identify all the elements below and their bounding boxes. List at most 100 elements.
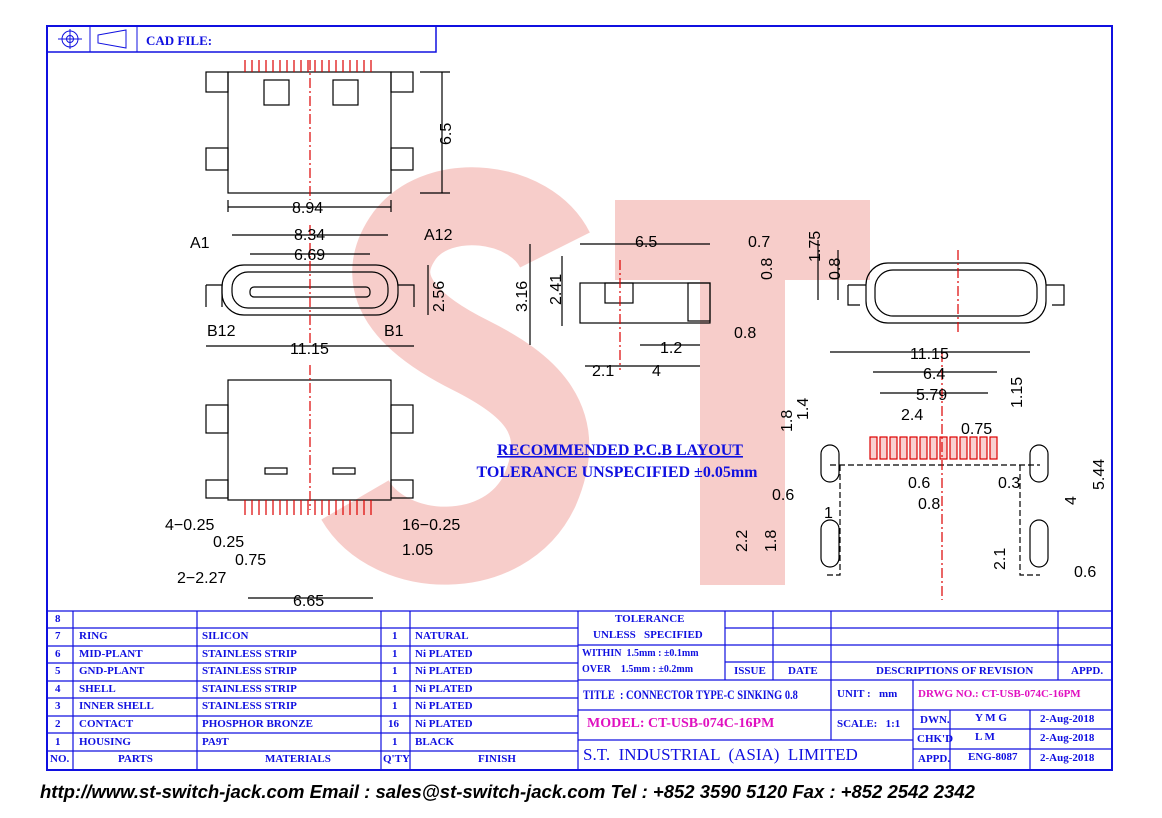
dim-label: 5.79 (916, 387, 947, 404)
dwn-name: Y M G (975, 712, 1007, 724)
bom-header-parts: PARTS (118, 753, 153, 765)
sheet-border (46, 25, 1113, 771)
dim-label: 4 (1063, 496, 1080, 505)
dim-label: 0.75 (235, 552, 266, 569)
dim-label: 2.1 (992, 548, 1009, 570)
dim-label: 6.5 (438, 123, 455, 145)
dim-label: A1 (190, 235, 210, 252)
front-view (205, 225, 429, 347)
dim-label: 1.75 (807, 231, 824, 262)
bom-part: INNER SHELL (79, 700, 154, 712)
issue-header: ISSUE (734, 665, 766, 677)
bom-material: PA9T (202, 736, 229, 748)
bom-qty: 1 (392, 665, 398, 677)
drawing-title: TITLE : CONNECTOR TYPE-C SINKING 0.8 (583, 687, 798, 702)
bom-part: SHELL (79, 683, 116, 695)
bom-finish: Ni PLATED (415, 665, 473, 677)
bom-material: STAINLESS STRIP (202, 665, 297, 677)
chk-date: 2-Aug-2018 (1040, 732, 1095, 744)
bom-header-finish: FINISH (478, 753, 516, 765)
dim-label: 6.5 (635, 234, 657, 251)
dim-label: A12 (424, 227, 453, 244)
revision-desc-header: DESCRIPTIONS OF REVISION (876, 665, 1034, 677)
dim-label: 0.8 (759, 258, 776, 280)
scale-label: SCALE: 1:1 (837, 718, 901, 730)
dwn-label: DWN. (920, 714, 950, 726)
cad-box (46, 25, 437, 53)
tolerance-heading: TOLERANCE (615, 613, 685, 625)
dim-label: 2.56 (431, 281, 448, 312)
bom-qty: 1 (392, 700, 398, 712)
dwn-date: 2-Aug-2018 (1040, 713, 1095, 725)
dim-label: 1.4 (795, 398, 812, 420)
tolerance-over: OVER 1.5mm : ±0.2mm (582, 664, 694, 675)
appd-label: APPD. (918, 753, 951, 765)
bom-qty: 16 (388, 718, 399, 730)
dim-label: B12 (207, 323, 236, 340)
date-header: DATE (788, 665, 818, 677)
dim-label: 16−0.25 (402, 517, 460, 534)
bom-no: 8 (55, 613, 61, 625)
dim-label: 2−2.27 (177, 570, 226, 587)
dim-label: 1 (824, 505, 833, 522)
side-view (529, 243, 711, 370)
dim-label: 11.15 (290, 341, 329, 358)
projection-symbol-icon (58, 29, 127, 49)
pcb-layout (820, 351, 1049, 600)
bom-finish: NATURAL (415, 630, 469, 642)
st-watermark (321, 167, 870, 585)
dim-label: 8.94 (292, 200, 323, 217)
dim-label: 3.16 (514, 281, 531, 312)
bom-no: 2 (55, 718, 61, 730)
bom-part: RING (79, 630, 108, 642)
bom-part: MID-PLANT (79, 648, 143, 660)
tolerance-note: TOLERANCE UNSPECIFIED ±0.05mm (477, 464, 759, 481)
dim-label: B1 (384, 323, 404, 340)
model-number: MODEL: CT-USB-074C-16PM (587, 716, 775, 731)
dim-label: 1.2 (660, 340, 682, 357)
bom-qty: 1 (392, 683, 398, 695)
bom-finish: BLACK (415, 736, 455, 748)
dim-label: 0.6 (908, 475, 930, 492)
dim-label: 2.2 (734, 530, 751, 552)
dim-label: 4 (652, 363, 661, 380)
dim-label: 4−0.25 (165, 517, 214, 534)
dim-label: 2.41 (548, 274, 565, 305)
bom-part: HOUSING (79, 736, 131, 748)
dim-label: 5.44 (1091, 459, 1108, 490)
appd-name: ENG-8087 (968, 751, 1018, 763)
appd-header: APPD. (1071, 665, 1104, 677)
top-view (205, 60, 450, 212)
dim-label: 0.8 (827, 258, 844, 280)
dim-label: 1.15 (1009, 377, 1026, 408)
dimension-labels: 6.5 8.94 8.34 6.69 A1 A12 2.56 B12 B1 11… (165, 123, 1108, 610)
drawing-number: DRWG NO.: CT-USB-074C-16PM (918, 688, 1081, 700)
bom-part: GND-PLANT (79, 665, 145, 677)
dim-label: 6.65 (293, 593, 324, 610)
dim-label: 1.8 (779, 410, 796, 432)
dim-label: 6.69 (294, 247, 325, 264)
bom-header-materials: MATERIALS (265, 753, 331, 765)
chk-name: L M (975, 731, 995, 743)
bottom-view (205, 365, 414, 599)
dim-label: 8.34 (294, 227, 325, 244)
bom-no: 1 (55, 736, 61, 748)
tolerance-subheading: UNLESS SPECIFIED (593, 629, 703, 641)
end-view (817, 240, 1065, 335)
dim-label: 1.8 (763, 530, 780, 552)
cad-file-label: CAD FILE: (146, 33, 212, 48)
bom-finish: Ni PLATED (415, 648, 473, 660)
dim-label: 6.4 (923, 366, 945, 383)
chk-label: CHK'D (917, 733, 954, 745)
bom-material: STAINLESS STRIP (202, 700, 297, 712)
bom-header-no: NO. (50, 753, 70, 765)
title-block-grid (47, 610, 1112, 770)
bom-qty: 1 (392, 648, 398, 660)
dim-label: 0.3 (998, 475, 1020, 492)
appd-date: 2-Aug-2018 (1040, 752, 1095, 764)
bom-material: STAINLESS STRIP (202, 648, 297, 660)
dim-label: 11.15 (910, 346, 949, 363)
dim-label: 0.6 (772, 487, 794, 504)
bom-finish: Ni PLATED (415, 683, 473, 695)
